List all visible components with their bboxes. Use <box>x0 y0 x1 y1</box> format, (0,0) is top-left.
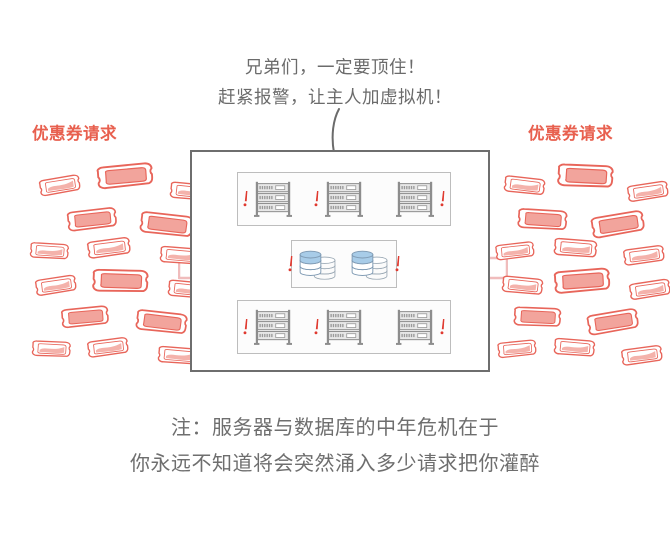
exclamation-mark-icon <box>243 319 248 335</box>
speech-text: 兄弟们，一定要顶住！ 赶紧报警，让主人加虚拟机！ <box>0 52 670 112</box>
coupon-ticket-icon <box>621 244 667 272</box>
datacenter-box <box>190 150 490 372</box>
exclamation-mark-icon <box>288 256 293 272</box>
coupon-ticket-icon <box>513 206 571 239</box>
database-2 <box>350 248 400 280</box>
exclamation-mark-icon <box>395 256 400 272</box>
caption-text: 注：服务器与数据库的中年危机在于 你永远不知道将会突然涌入多少请求把你灌醉 <box>0 410 670 482</box>
coupon-field-right <box>480 160 670 382</box>
database-cylinder-icon <box>351 250 388 280</box>
server-rack-1 <box>243 180 293 218</box>
speech-line-2: 赶紧报警，让主人加虚拟机！ <box>218 87 452 107</box>
coupon-ticket-icon <box>157 345 200 365</box>
coupon-ticket-icon <box>553 267 611 294</box>
coupon-ticket-icon <box>493 240 537 267</box>
coupon-ticket-icon <box>501 275 544 295</box>
exclamation-mark-icon <box>314 191 319 207</box>
coupon-ticket-icon <box>29 242 69 260</box>
coupon-ticket-icon <box>586 308 639 336</box>
coupon-ticket-icon <box>590 210 645 239</box>
server-rack-icon <box>324 181 363 217</box>
server-rack-row-bottom <box>237 300 451 354</box>
coupon-ticket-icon <box>557 163 614 188</box>
server-rack-4 <box>243 308 293 346</box>
coupon-ticket-icon <box>627 277 670 306</box>
coupon-ticket-icon <box>136 208 196 246</box>
server-rack-icon <box>254 181 293 217</box>
coupon-ticket-icon <box>553 237 598 258</box>
coupon-ticket-icon <box>551 336 597 364</box>
server-rack-icon <box>254 309 293 345</box>
database-row <box>288 240 400 288</box>
coupon-ticket-icon <box>85 236 133 266</box>
coupon-ticket-icon <box>135 309 188 334</box>
caption-line-1: 注：服务器与数据库的中年危机在于 <box>171 417 499 439</box>
database-cylinder-icon <box>299 250 336 280</box>
coupon-ticket-icon <box>38 174 81 197</box>
exclamation-mark-icon <box>314 319 319 335</box>
label-coupon-request-left: 优惠券请求 <box>32 125 117 143</box>
coupon-ticket-icon <box>33 273 80 302</box>
caption-line-2: 你永远不知道将会突然涌入多少请求把你灌醉 <box>130 453 540 475</box>
coupon-ticket-icon <box>625 179 670 208</box>
label-coupon-request-right: 优惠券请求 <box>528 125 613 143</box>
coupon-ticket-icon <box>155 344 201 372</box>
coupon-ticket-icon <box>66 207 117 232</box>
coupon-ticket-icon <box>37 173 84 203</box>
coupon-ticket-icon <box>619 344 665 372</box>
coupon-ticket-icon <box>584 306 642 342</box>
coupon-ticket-icon <box>27 240 71 267</box>
server-rack-5 <box>314 308 364 346</box>
database-1 <box>288 248 338 280</box>
coupon-ticket-icon <box>34 274 77 296</box>
coupon-ticket-icon <box>31 340 71 357</box>
coupon-ticket-icon <box>96 162 154 190</box>
coupon-ticket-icon <box>86 237 131 259</box>
coupon-ticket-icon <box>29 339 73 365</box>
coupon-ticket-icon <box>495 339 539 365</box>
coupon-ticket-icon <box>87 337 129 358</box>
coupon-ticket-icon <box>92 268 149 293</box>
coupon-ticket-icon <box>132 306 190 342</box>
server-rack-6 <box>395 308 445 346</box>
exclamation-mark-icon <box>243 191 248 207</box>
coupon-ticket-icon <box>93 161 157 196</box>
coupon-ticket-icon <box>57 304 113 335</box>
coupon-ticket-icon <box>495 241 535 261</box>
coupon-ticket-icon <box>501 173 548 203</box>
server-rack-icon <box>395 181 434 217</box>
server-rack-icon <box>395 309 434 345</box>
coupon-ticket-icon <box>60 305 109 329</box>
coupon-ticket-icon <box>628 278 670 300</box>
server-rack-icon <box>324 309 363 345</box>
coupon-ticket-icon <box>89 266 151 300</box>
coupon-ticket-icon <box>499 273 546 302</box>
server-rack-row-top <box>237 172 451 226</box>
coupon-ticket-icon <box>553 337 596 357</box>
coupon-ticket-icon <box>621 345 663 366</box>
coupon-ticket-icon <box>626 180 669 202</box>
coupon-ticket-icon <box>503 175 546 196</box>
coupon-ticket-icon <box>85 336 131 364</box>
coupon-ticket-icon <box>517 208 568 230</box>
coupon-ticket-icon <box>63 206 121 239</box>
exclamation-mark-icon <box>440 191 445 207</box>
coupon-ticket-icon <box>509 304 565 335</box>
coupon-ticket-icon <box>551 236 599 266</box>
coupon-field-left <box>0 160 212 382</box>
coupon-ticket-icon <box>553 161 617 196</box>
server-rack-2 <box>314 180 364 218</box>
server-rack-3 <box>395 180 445 218</box>
speech-line-1: 兄弟们，一定要顶住！ <box>245 57 425 77</box>
coupon-ticket-icon <box>497 339 537 359</box>
coupon-ticket-icon <box>139 211 194 237</box>
coupon-ticket-icon <box>623 245 665 266</box>
coupon-ticket-icon <box>513 306 562 327</box>
coupon-ticket-icon <box>551 266 613 300</box>
coupon-ticket-icon <box>588 208 648 246</box>
speech-tail-icon <box>331 108 340 154</box>
exclamation-mark-icon <box>440 319 445 335</box>
